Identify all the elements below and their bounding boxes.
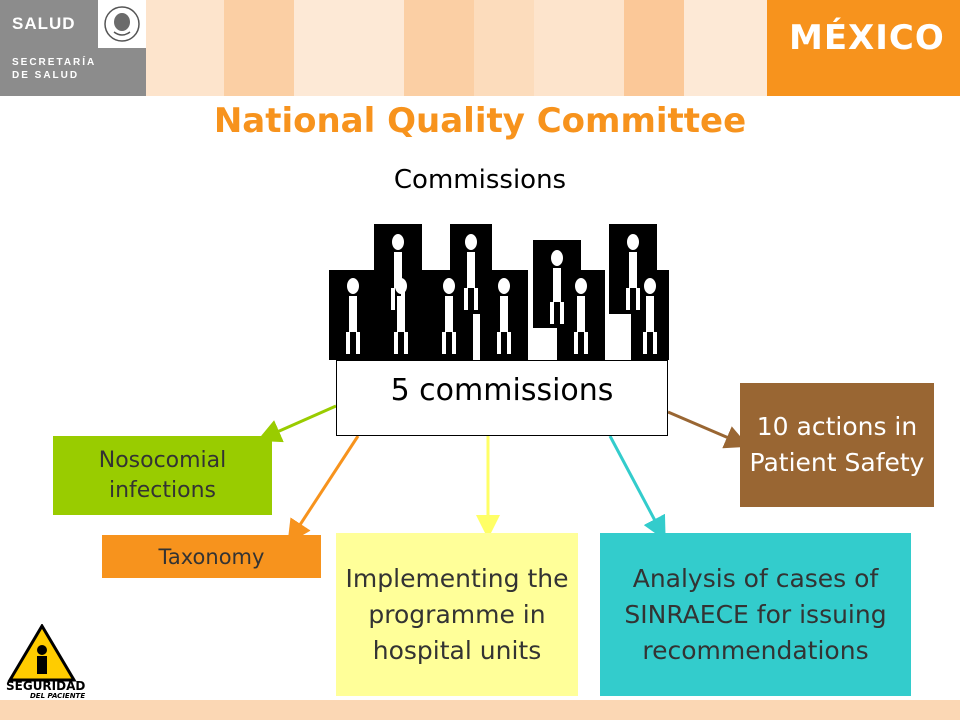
footer-strip bbox=[0, 700, 960, 720]
slide-title: National Quality Committee bbox=[213, 101, 747, 141]
mexico-wordmark: MÉXICO bbox=[789, 18, 945, 58]
svg-text:SEGURIDAD: SEGURIDAD bbox=[6, 679, 85, 693]
implementing-programme-label: Implementing the programme in hospital u… bbox=[345, 563, 569, 665]
header-banner: SALUD SECRETARÍA DE SALUD MÉXICO bbox=[0, 0, 960, 96]
commission-members-graphic bbox=[325, 222, 675, 362]
commissions-label: 5 commissions bbox=[390, 373, 614, 408]
patient-safety-actions-label: 10 actions in Patient Safety bbox=[749, 412, 925, 477]
secretaria-label: SECRETARÍA DE SALUD bbox=[12, 57, 97, 81]
salud-label: SALUD bbox=[12, 14, 76, 33]
nosocomial-infections-box: Nosocomial infections bbox=[53, 436, 272, 515]
svg-text:DEL PACIENTE: DEL PACIENTE bbox=[30, 692, 85, 700]
patient-safety-logo-icon: SEGURIDAD DEL PACIENTE bbox=[4, 623, 96, 700]
mexico-logo: MÉXICO bbox=[767, 0, 960, 96]
salud-logo: SALUD SECRETARÍA DE SALUD bbox=[0, 0, 146, 96]
commissions-box: 5 commissions bbox=[336, 360, 668, 436]
sinraece-analysis-box: Analysis of cases of SINRAECE for issuin… bbox=[600, 533, 911, 696]
nosocomial-infections-label: Nosocomial infections bbox=[98, 447, 227, 503]
slide-subtitle: Commissions bbox=[393, 165, 567, 195]
sinraece-analysis-label: Analysis of cases of SINRAECE for issuin… bbox=[624, 563, 887, 665]
patient-safety-actions-box: 10 actions in Patient Safety bbox=[740, 383, 934, 507]
taxonomy-label: Taxonomy bbox=[158, 544, 265, 569]
implementing-programme-box: Implementing the programme in hospital u… bbox=[336, 533, 578, 696]
mexico-seal-icon bbox=[98, 0, 146, 48]
taxonomy-box: Taxonomy bbox=[102, 535, 321, 578]
